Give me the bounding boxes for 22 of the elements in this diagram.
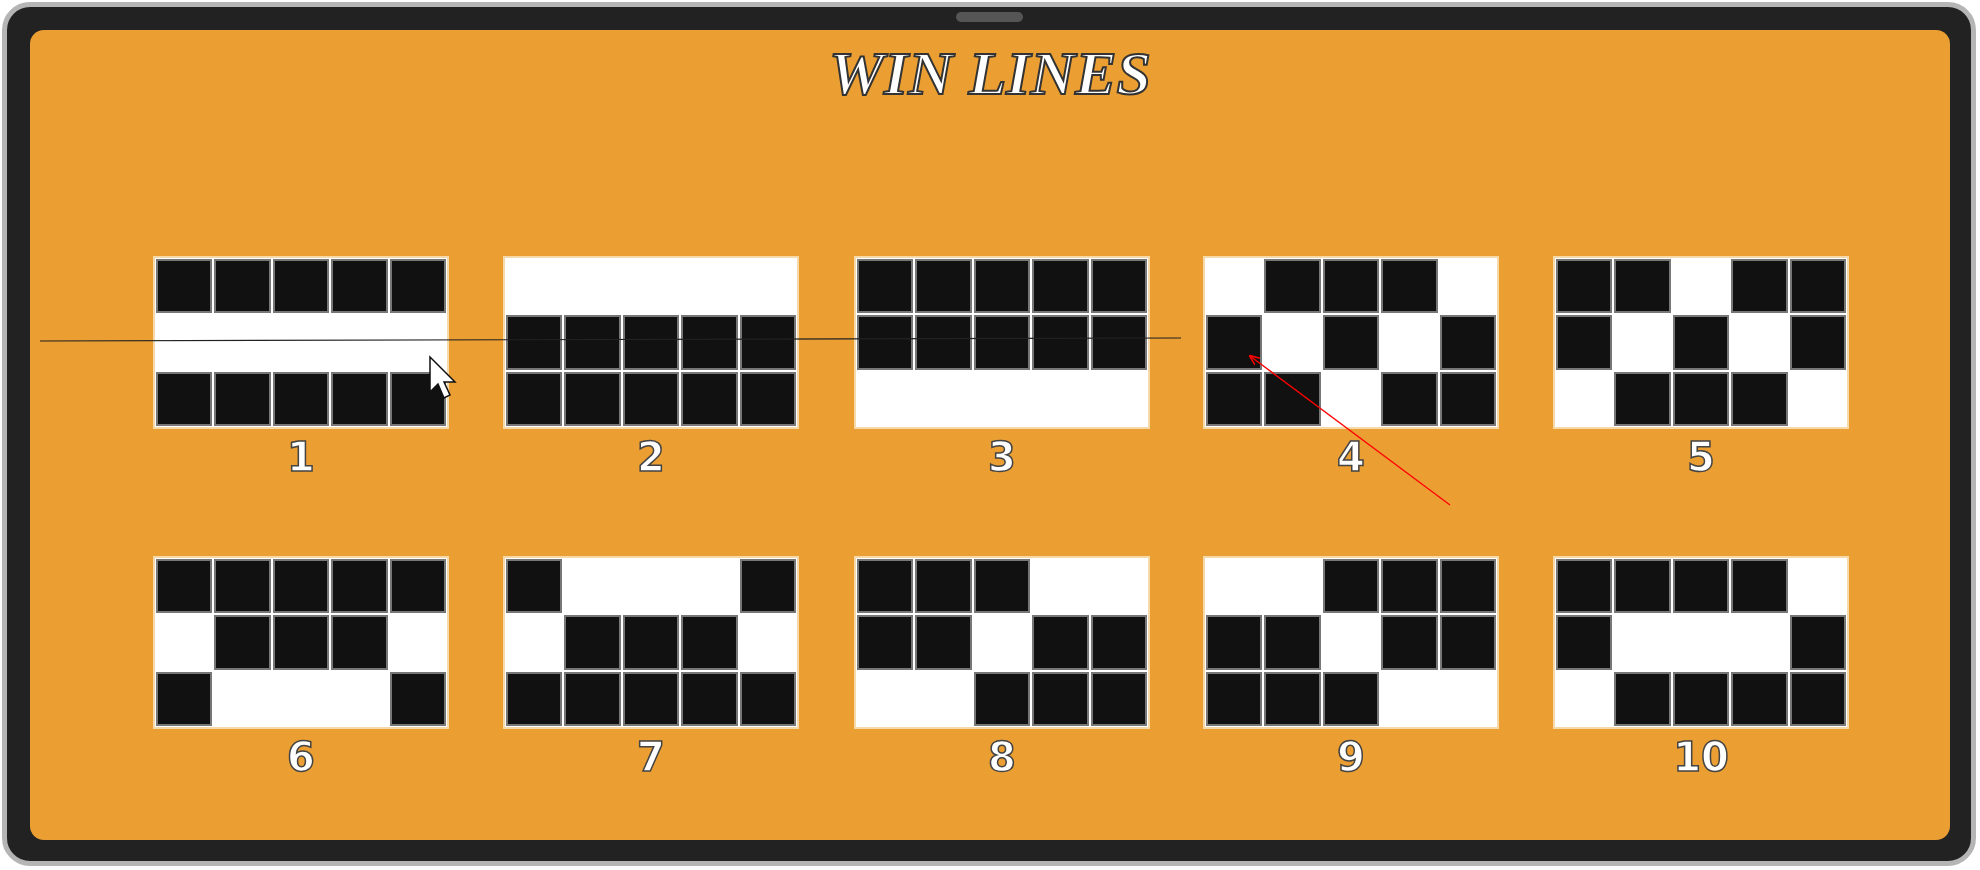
- line-number: 2: [636, 434, 666, 480]
- line-number: 1: [286, 434, 316, 480]
- win-line-grid: [1553, 556, 1849, 729]
- win-line-grid: [1203, 556, 1499, 729]
- line-number: 6: [286, 734, 316, 780]
- win-line-grid: [854, 256, 1150, 429]
- line-number: 3: [987, 434, 1017, 480]
- win-line-grid: [503, 556, 799, 729]
- line-number: 5: [1686, 434, 1716, 480]
- line-number: 7: [636, 734, 666, 780]
- line-number: 9: [1336, 734, 1366, 780]
- title: WIN LINES: [827, 38, 1153, 108]
- win-line-grid: [153, 556, 449, 729]
- line-number: 10: [1672, 734, 1730, 780]
- win-line-grid: [854, 556, 1150, 729]
- arrow: [1248, 354, 1451, 506]
- line-number: 4: [1336, 434, 1366, 480]
- win-line-grid: [1203, 256, 1499, 429]
- win-line-grid: [153, 256, 449, 429]
- line-number: 8: [987, 734, 1017, 780]
- win-line-grid: [1553, 256, 1849, 429]
- win-line-grid: [503, 256, 799, 429]
